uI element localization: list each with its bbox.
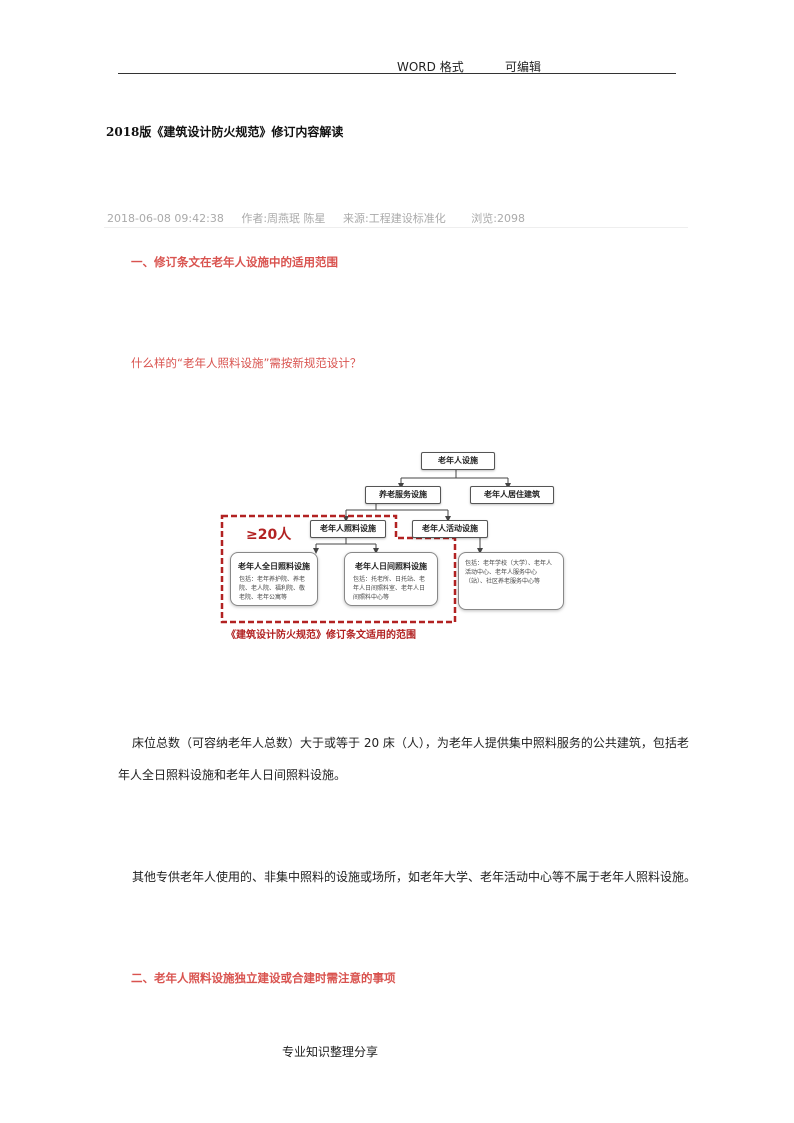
page-footer: 专业知识整理分享 (282, 1045, 379, 1059)
diagram-connectors (220, 470, 511, 624)
node-daytime-care: 老年人日间照料设施 包括：托老所、日托站、老年人日间照料室、老年人日间照料中心等 (344, 552, 438, 606)
scope-diagram: 老年人设施 养老服务设施 老年人居住建筑 老年人照料设施 老年人活动设施 ≥20… (218, 440, 606, 646)
node-elderly-service: 养老服务设施 (365, 486, 441, 504)
daytime-title: 老年人日间照料设施 (355, 562, 427, 571)
question-text: 什么样的“老年人照料设施”需按新规范设计？ (131, 356, 362, 370)
article-meta: 2018-06-08 09:42:38 作者:周燕珉 陈星 来源:工程建设标准化… (107, 210, 539, 226)
header-rule (118, 73, 676, 74)
scope-dashed-outline (220, 514, 457, 624)
header-edit-label: 可编辑 (505, 60, 542, 74)
document-title: 2018版《建筑设计防火规范》修订内容解读 (106, 125, 344, 139)
daytime-desc: 包括：托老所、日托站、老年人日间照料室、老年人日间照料中心等 (353, 576, 426, 601)
meta-views: 浏览:2098 (471, 212, 525, 225)
meta-author: 作者:周燕珉 陈星 (241, 212, 326, 225)
header-format-label: WORD 格式 (397, 60, 464, 74)
section-2-heading: 二、老年人照料设施独立建设或合建时需注意的事项 (131, 971, 396, 985)
paragraph-1: 床位总数（可容纳老年人总数）大于或等于 20 床（人），为老年人提供集中照料服务… (118, 736, 689, 782)
threshold-label: ≥20人 (246, 527, 292, 543)
fullday-desc: 包括：老年养护院、养老院、老人院、福利院、敬老院、老年公寓等 (239, 576, 306, 601)
meta-divider (104, 227, 688, 228)
activity-desc: 包括：老年学校（大学）、老年人活动中心、老年人服务中心（站）、社区养老服务中心等 (465, 560, 553, 585)
node-elderly-care: 老年人照料设施 (310, 520, 386, 538)
node-fullday-care: 老年人全日照料设施 包括：老年养护院、养老院、老人院、福利院、敬老院、老年公寓等 (230, 552, 318, 606)
diagram-caption: 《建筑设计防火规范》修订条文适用的范围 (226, 630, 416, 641)
node-elderly-facilities: 老年人设施 (421, 452, 495, 470)
node-elderly-activity: 老年人活动设施 (412, 520, 488, 538)
node-activity-detail: 包括：老年学校（大学）、老年人活动中心、老年人服务中心（站）、社区养老服务中心等 (458, 552, 564, 610)
section-1-heading: 一、修订条文在老年人设施中的适用范围 (131, 255, 338, 269)
meta-datetime: 2018-06-08 09:42:38 (107, 212, 224, 225)
meta-source: 来源:工程建设标准化 (343, 212, 446, 225)
node-elderly-housing: 老年人居住建筑 (470, 486, 554, 504)
paragraph-2: 其他专供老年人使用的、非集中照料的设施或场所，如老年大学、老年活动中心等不属于老… (132, 870, 697, 884)
fullday-title: 老年人全日照料设施 (238, 562, 310, 571)
